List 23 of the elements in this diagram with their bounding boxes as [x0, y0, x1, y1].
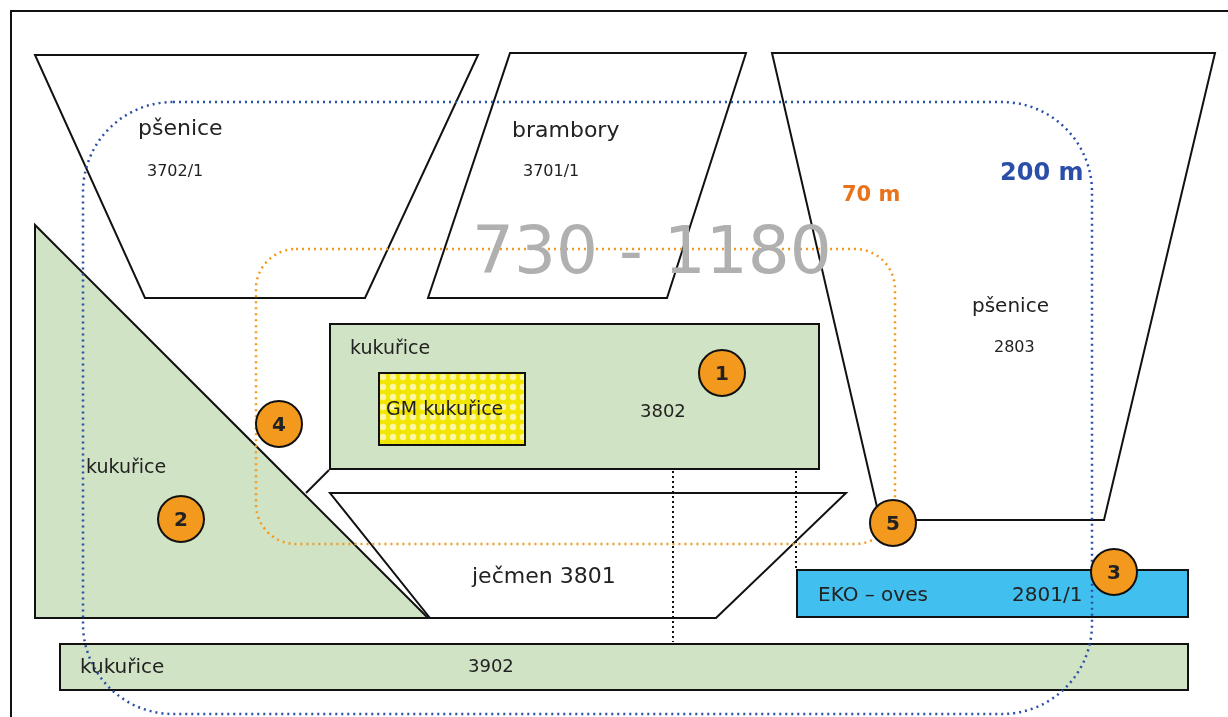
field-plot	[35, 55, 478, 298]
field-plot	[329, 323, 820, 470]
parcel-number: 3902	[468, 657, 514, 675]
field-name: kukuřice	[80, 656, 165, 676]
parcel-number: 2803	[994, 339, 1035, 355]
parcel-number: 3702/1	[147, 163, 204, 179]
number-marker: 4	[255, 400, 303, 448]
distance-label: 70 m	[842, 184, 901, 205]
field-name: EKO – oves	[818, 584, 928, 604]
number-marker: 3	[1090, 548, 1138, 596]
parcel-number: 3701/1	[523, 163, 580, 179]
parcel-number: 3802	[640, 402, 686, 420]
gm-field-plot	[378, 372, 526, 446]
field-name: kukuřice	[350, 338, 431, 357]
field-name: kukuřice	[86, 457, 167, 476]
field-plot	[59, 643, 1189, 691]
number-marker: 5	[869, 499, 917, 547]
field-name: ječmen 3801	[472, 565, 616, 587]
field-name: pšenice	[138, 117, 223, 139]
field-name: brambory	[512, 119, 620, 141]
distance-label: 200 m	[1000, 160, 1084, 184]
parcel-number: 2801/1	[1012, 584, 1083, 604]
field-name: pšenice	[972, 295, 1049, 315]
